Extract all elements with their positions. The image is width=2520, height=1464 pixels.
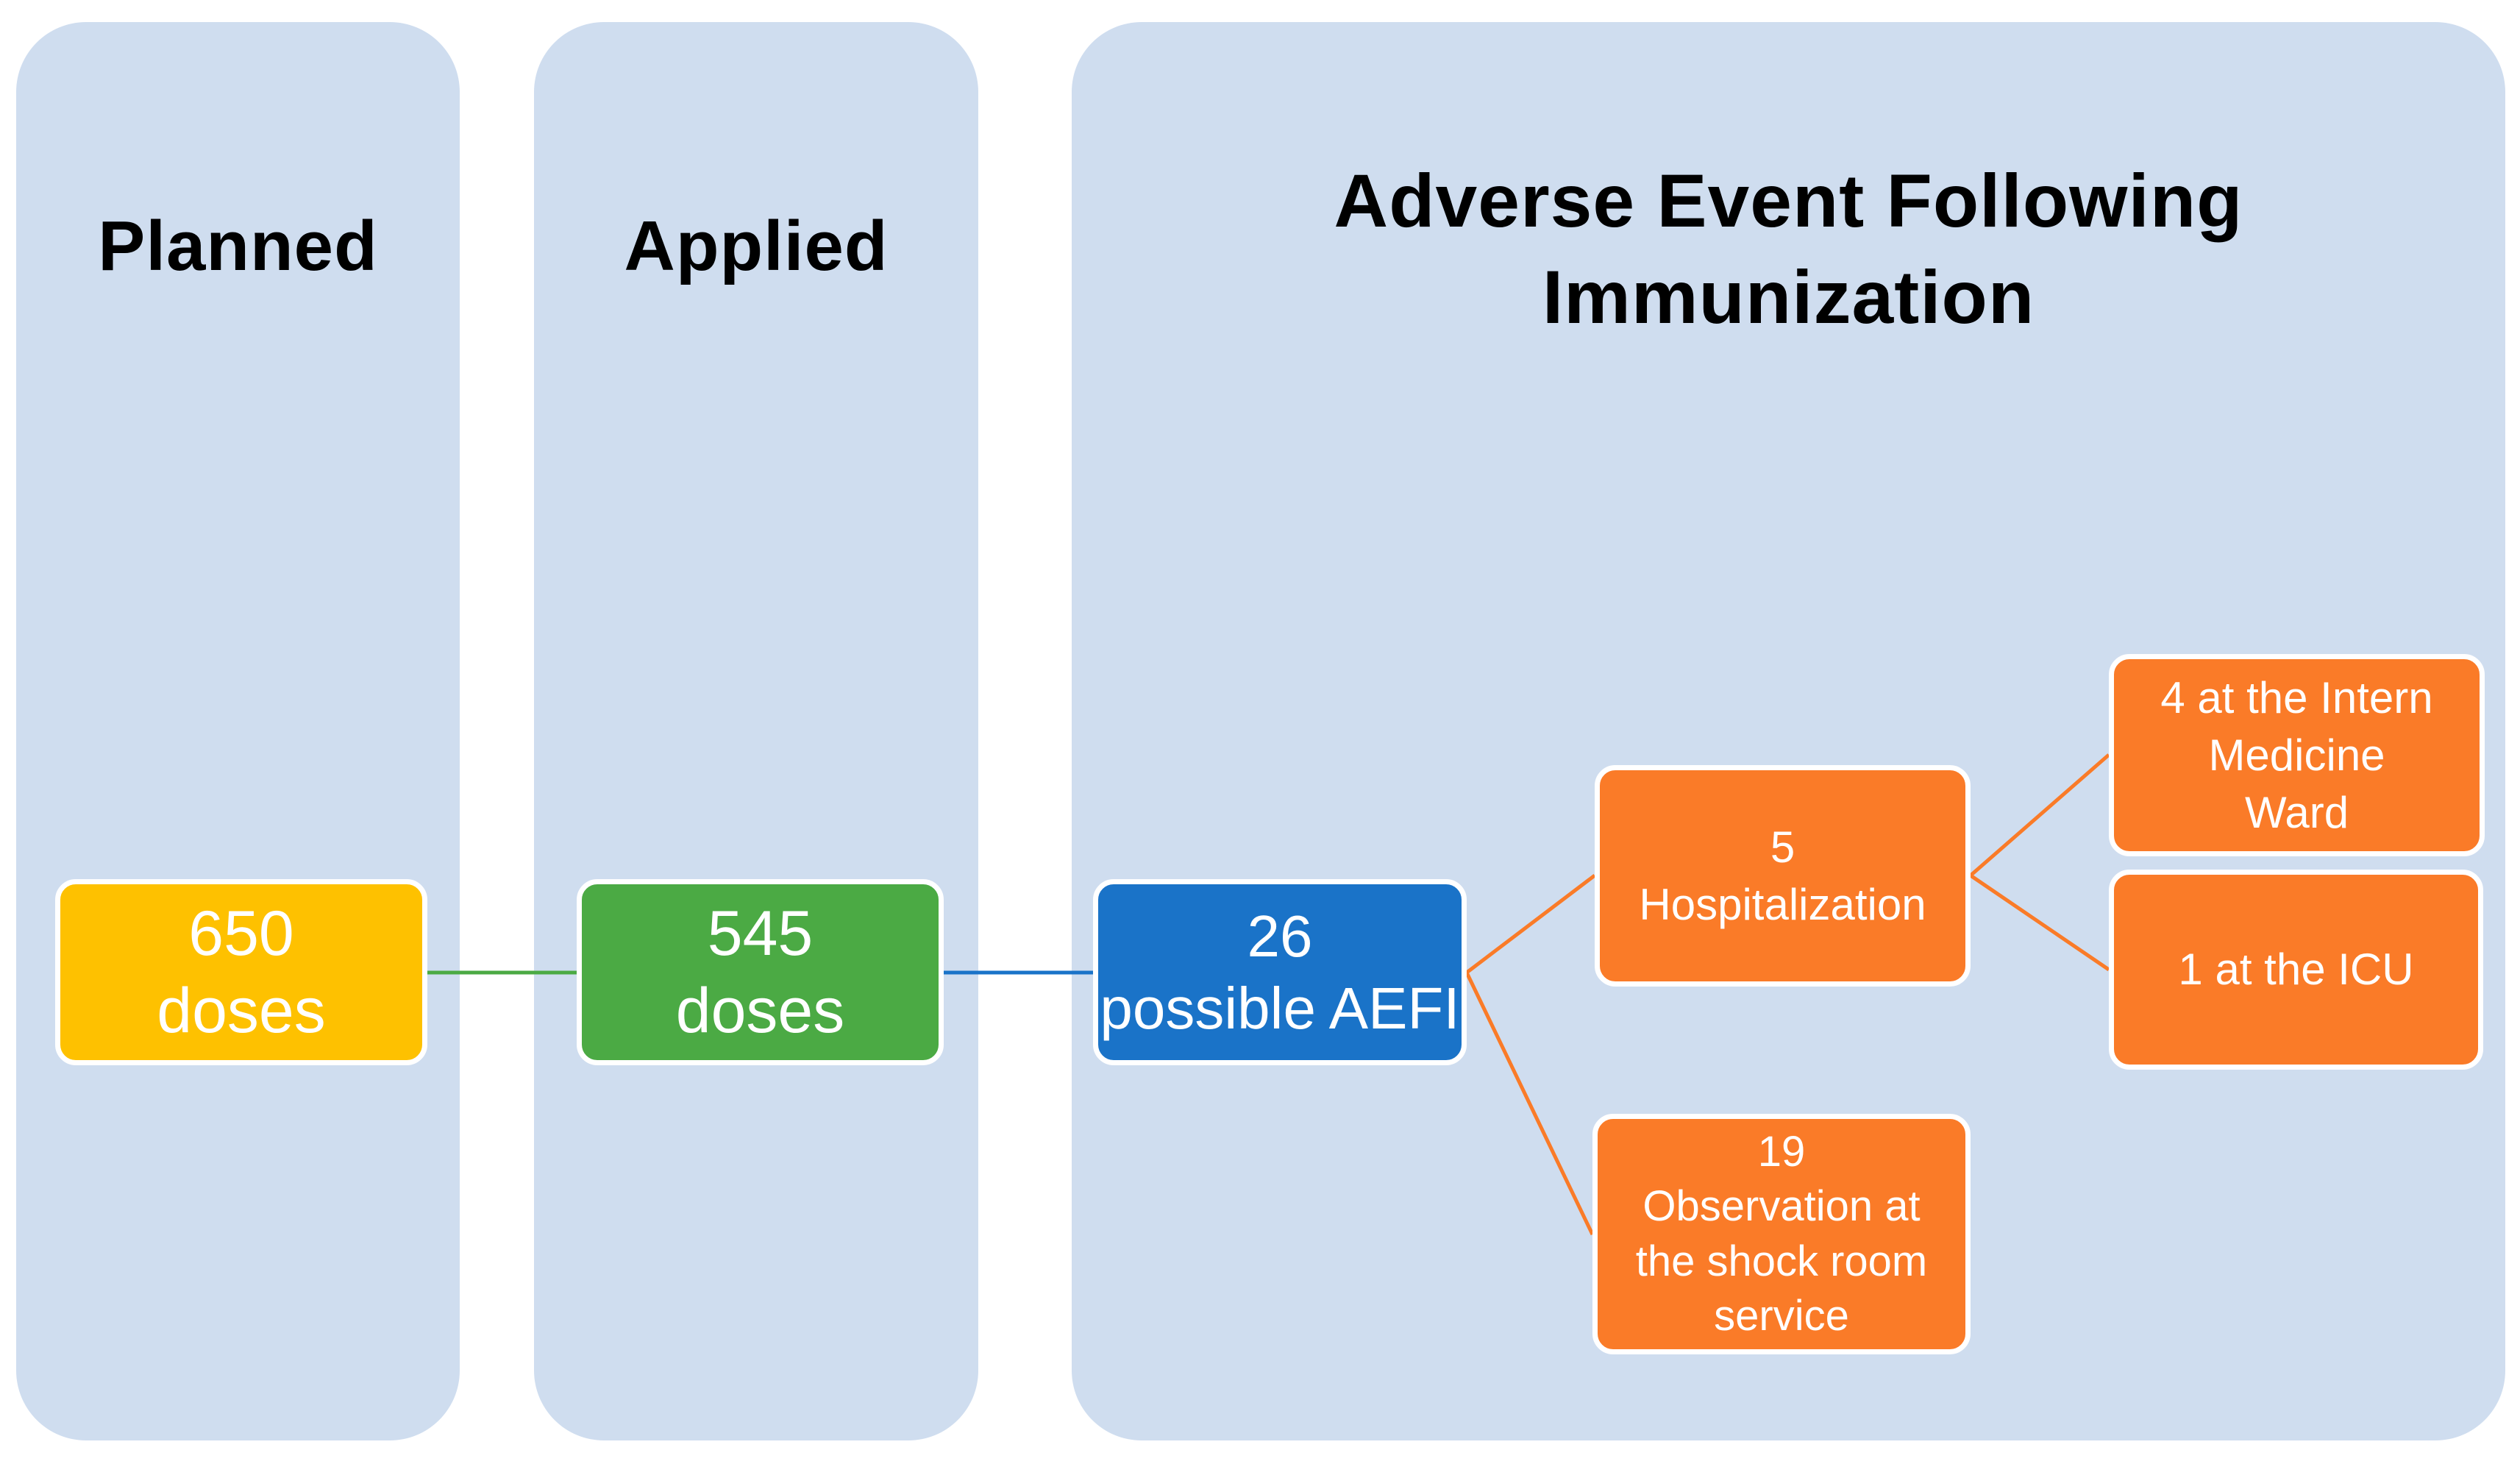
- node-observation-line1: 19: [1757, 1128, 1806, 1176]
- panel-applied-header: Applied: [624, 207, 889, 285]
- connector-hospitalization-intern-ward: [1969, 753, 2110, 877]
- node-hospitalization-label: Hospitalization: [1639, 879, 1926, 929]
- node-applied-doses-value: 545: [707, 898, 814, 969]
- panel-planned: Planned: [16, 22, 460, 1440]
- node-observation-shock-room: 19 Observation at the shock room service: [1592, 1114, 1971, 1354]
- panel-applied: Applied: [534, 22, 978, 1440]
- panel-planned-header: Planned: [98, 207, 378, 285]
- node-observation-line3: the shock room: [1635, 1237, 1928, 1285]
- node-intern-ward-line3: Ward: [2244, 787, 2349, 837]
- node-icu: 1 at the ICU: [2109, 870, 2483, 1070]
- connector-aefi-hospitalization: [1465, 874, 1596, 974]
- panel-aefi-header-line2: Immunization: [1542, 255, 2035, 339]
- node-icu-label: 1 at the ICU: [2178, 945, 2414, 994]
- node-applied-doses: 545 doses: [577, 879, 944, 1065]
- node-applied-doses-unit: doses: [675, 975, 845, 1046]
- node-possible-aefi: 26 possible AEFI: [1093, 879, 1467, 1065]
- node-observation-line2: Observation at: [1642, 1182, 1921, 1231]
- connector-hospitalization-icu: [1969, 873, 2110, 972]
- node-planned-doses-unit: doses: [157, 975, 326, 1046]
- node-hospitalization-value: 5: [1770, 822, 1795, 872]
- node-intern-ward-line1: 4 at the Intern: [2160, 672, 2433, 722]
- node-possible-aefi-value: 26: [1247, 903, 1313, 969]
- connector-aefi-observation: [1464, 971, 1595, 1236]
- node-planned-doses-value: 650: [188, 898, 294, 969]
- node-possible-aefi-label: possible AEFI: [1100, 975, 1460, 1041]
- node-hospitalization: 5 Hospitalization: [1595, 765, 1971, 987]
- panel-aefi-header: Adverse Event Following Immunization: [1072, 153, 2505, 345]
- node-intern-medicine-ward: 4 at the Intern Medicine Ward: [2109, 654, 2485, 856]
- node-observation-line4: service: [1714, 1291, 1849, 1340]
- panel-aefi-header-line1: Adverse Event Following: [1334, 159, 2243, 243]
- node-planned-doses: 650 doses: [55, 879, 427, 1065]
- node-intern-ward-line2: Medicine: [2208, 730, 2385, 780]
